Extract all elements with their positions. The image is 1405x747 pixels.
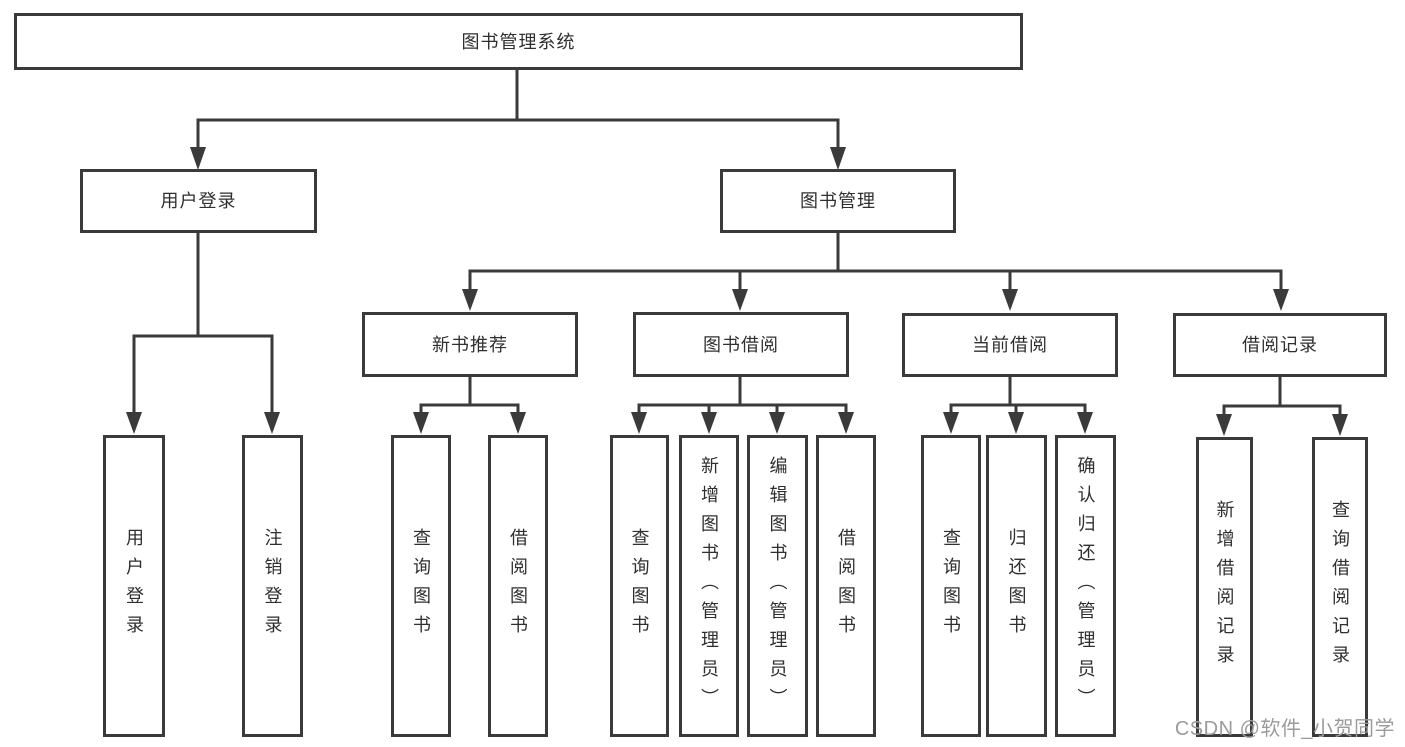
node-leaf-query-books-current: 查询图书 — [921, 435, 981, 737]
node-current-borrowing: 当前借阅 — [902, 313, 1118, 377]
node-root-system: 图书管理系统 — [14, 13, 1023, 70]
node-new-book-recommend: 新书推荐 — [362, 312, 578, 377]
node-user-login: 用户登录 — [80, 169, 317, 233]
node-leaf-query-books-recommend: 查询图书 — [391, 435, 451, 737]
node-leaf-edit-books-admin: 编辑图书（管理员） — [747, 435, 808, 737]
csdn-watermark: CSDN @软件_小贺同学 — [1174, 718, 1395, 740]
node-leaf-query-books-borrowing: 查询图书 — [610, 435, 669, 737]
node-leaf-return-books: 归还图书 — [986, 435, 1047, 737]
node-leaf-query-borrow-record: 查询借阅记录 — [1312, 437, 1368, 737]
node-leaf-user-login: 用户登录 — [103, 435, 165, 737]
node-leaf-add-borrow-record: 新增借阅记录 — [1196, 437, 1253, 737]
node-leaf-confirm-return-admin: 确认归还（管理员） — [1055, 435, 1116, 737]
node-borrowing-records: 借阅记录 — [1173, 313, 1387, 377]
node-leaf-borrow-books: 借阅图书 — [816, 435, 876, 737]
node-leaf-add-books-admin: 新增图书（管理员） — [679, 435, 739, 737]
node-leaf-logout: 注销登录 — [242, 435, 303, 737]
node-book-management: 图书管理 — [720, 169, 956, 233]
node-book-borrowing: 图书借阅 — [633, 312, 849, 377]
node-leaf-borrow-books-recommend: 借阅图书 — [488, 435, 548, 737]
